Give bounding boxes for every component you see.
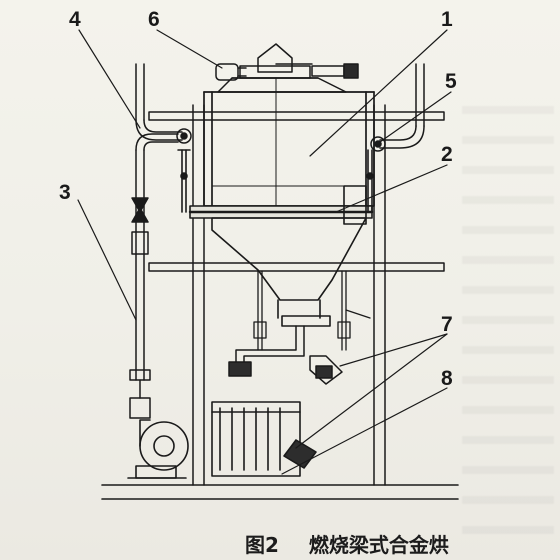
callout-label-4: 4 <box>69 8 81 31</box>
upper-duct-right <box>370 63 425 152</box>
callout-label-7: 7 <box>441 313 453 336</box>
exhaust-stack <box>129 133 179 419</box>
figure-number: 图2 <box>245 533 279 557</box>
figure-caption: 图2 燃烧梁式合金烘 <box>245 529 449 558</box>
ground-base <box>101 484 459 500</box>
callout-label-1: 1 <box>441 8 453 31</box>
discharge-hopper <box>211 217 367 327</box>
callout-label-6: 6 <box>148 8 160 31</box>
callout-label-2: 2 <box>441 143 453 166</box>
lower-frame <box>253 270 371 351</box>
drive-motor <box>215 63 359 81</box>
callout-label-5: 5 <box>445 70 457 93</box>
callout-label-8: 8 <box>441 367 453 390</box>
outlet-chute-upper <box>228 325 343 385</box>
upper-duct-left <box>135 63 192 151</box>
callout-leaders <box>77 29 452 475</box>
callout-label-3: 3 <box>59 181 71 204</box>
blower-fan <box>127 419 189 479</box>
top-hood <box>217 43 347 93</box>
support-frame <box>148 104 445 486</box>
figure-title: 燃烧梁式合金烘 <box>308 533 449 557</box>
faded-text-bleed <box>462 84 554 554</box>
burner-beam <box>180 149 374 225</box>
